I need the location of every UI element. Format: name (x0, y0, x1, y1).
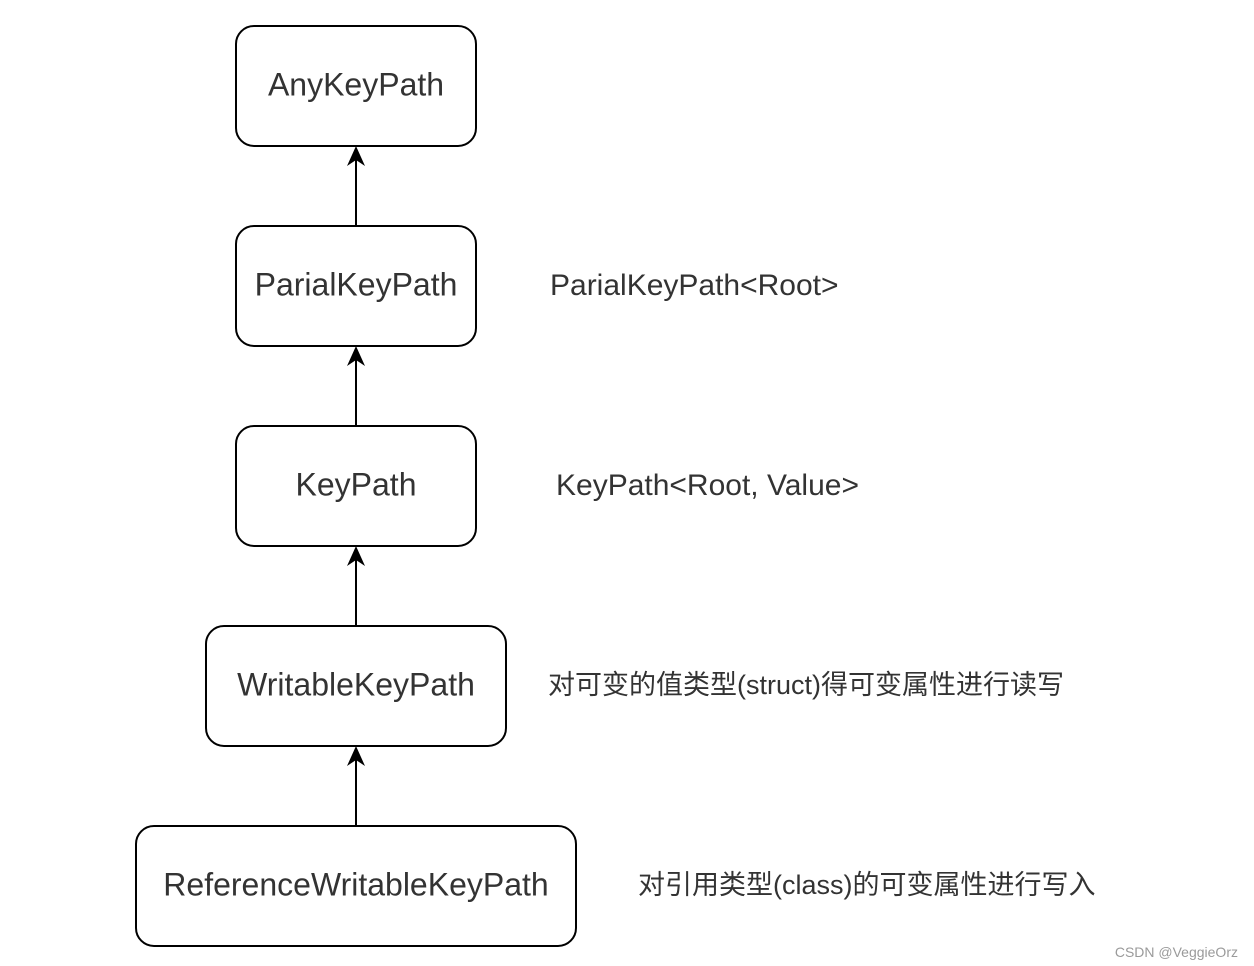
node-label-partialkeypath: ParialKeyPath (255, 266, 458, 302)
edge-keypath-to-partialkeypath (347, 346, 365, 426)
annotation-partialkeypath: ParialKeyPath<Root> (550, 269, 839, 302)
edge-partialkeypath-to-anykeypath (347, 146, 365, 226)
csdn-watermark: CSDN @VeggieOrz (1114, 944, 1238, 960)
node-referencewritablekeypath: ReferenceWritableKeyPath (135, 825, 577, 947)
edge-referencewritablekeypath-to-writablekeypath (347, 746, 365, 826)
node-writablekeypath: WritableKeyPath (205, 625, 507, 747)
node-label-keypath: KeyPath (296, 466, 417, 502)
node-partialkeypath: ParialKeyPath (235, 225, 477, 347)
node-anykeypath: AnyKeyPath (235, 25, 477, 147)
edge-writablekeypath-to-keypath (347, 546, 365, 626)
annotation-writablekeypath: 对可变的值类型(struct)得可变属性进行读写 (548, 670, 1064, 700)
node-keypath: KeyPath (235, 425, 477, 547)
annotation-referencewritablekeypath: 对引用类型(class)的可变属性进行写入 (638, 870, 1096, 900)
edges (347, 146, 365, 826)
node-label-referencewritablekeypath: ReferenceWritableKeyPath (163, 866, 548, 902)
node-label-anykeypath: AnyKeyPath (268, 66, 444, 102)
node-label-writablekeypath: WritableKeyPath (237, 666, 475, 702)
annotations: ParialKeyPath<Root> KeyPath<Root, Value>… (548, 269, 1096, 900)
annotation-keypath: KeyPath<Root, Value> (556, 469, 859, 502)
